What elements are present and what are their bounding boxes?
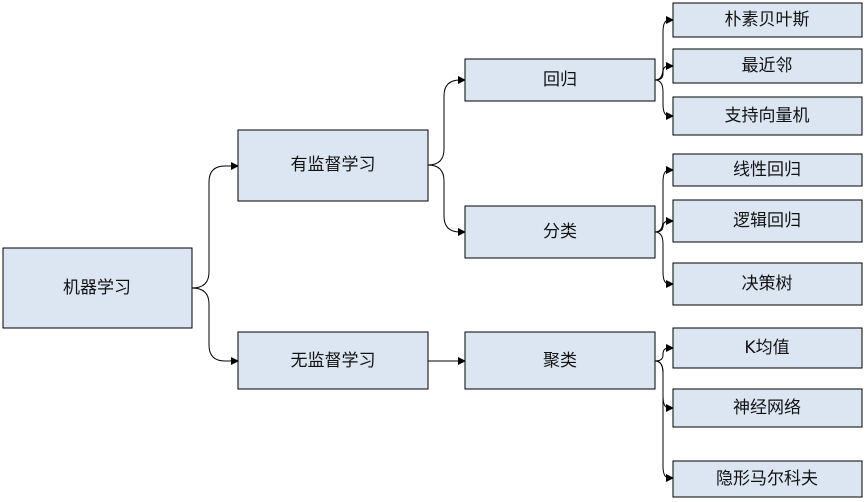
node-label: 隐形马尔科夫 [716, 469, 818, 489]
leaf-k-means: K均值 [672, 327, 863, 369]
node-label: 分类 [543, 222, 577, 242]
node-label: 神经网络 [733, 398, 801, 418]
node-label: 聚类 [543, 351, 577, 371]
node-label: 朴素贝叶斯 [725, 10, 810, 30]
node-classification: 分类 [464, 205, 656, 259]
leaf-neural-network: 神经网络 [672, 388, 863, 428]
leaf-linear-regression: 线性回归 [672, 153, 863, 187]
node-label: 回归 [543, 70, 577, 90]
node-label: 最近邻 [742, 56, 793, 76]
node-label: 决策树 [742, 274, 793, 294]
node-label: 线性回归 [733, 160, 801, 180]
leaf-hidden-markov: 隐形马尔科夫 [672, 460, 863, 498]
leaf-logistic-regression: 逻辑回归 [672, 199, 863, 243]
node-label: 无监督学习 [291, 351, 376, 371]
node-label: 逻辑回归 [733, 211, 801, 231]
node-regression: 回归 [464, 58, 656, 102]
node-root: 机器学习 [2, 247, 193, 329]
node-clustering: 聚类 [464, 331, 656, 390]
node-label: 有监督学习 [291, 155, 376, 175]
leaf-decision-tree: 决策树 [672, 262, 863, 306]
node-label: 支持向量机 [725, 106, 810, 126]
connectors [191, 16, 674, 482]
node-label: 机器学习 [63, 278, 131, 298]
node-label: K均值 [744, 338, 789, 358]
node-supervised: 有监督学习 [237, 129, 429, 202]
node-unsupervised: 无监督学习 [237, 331, 429, 390]
leaf-svm: 支持向量机 [672, 96, 863, 136]
leaf-naive-bayes: 朴素贝叶斯 [672, 2, 863, 38]
leaf-nearest-neighbor: 最近邻 [672, 48, 863, 84]
